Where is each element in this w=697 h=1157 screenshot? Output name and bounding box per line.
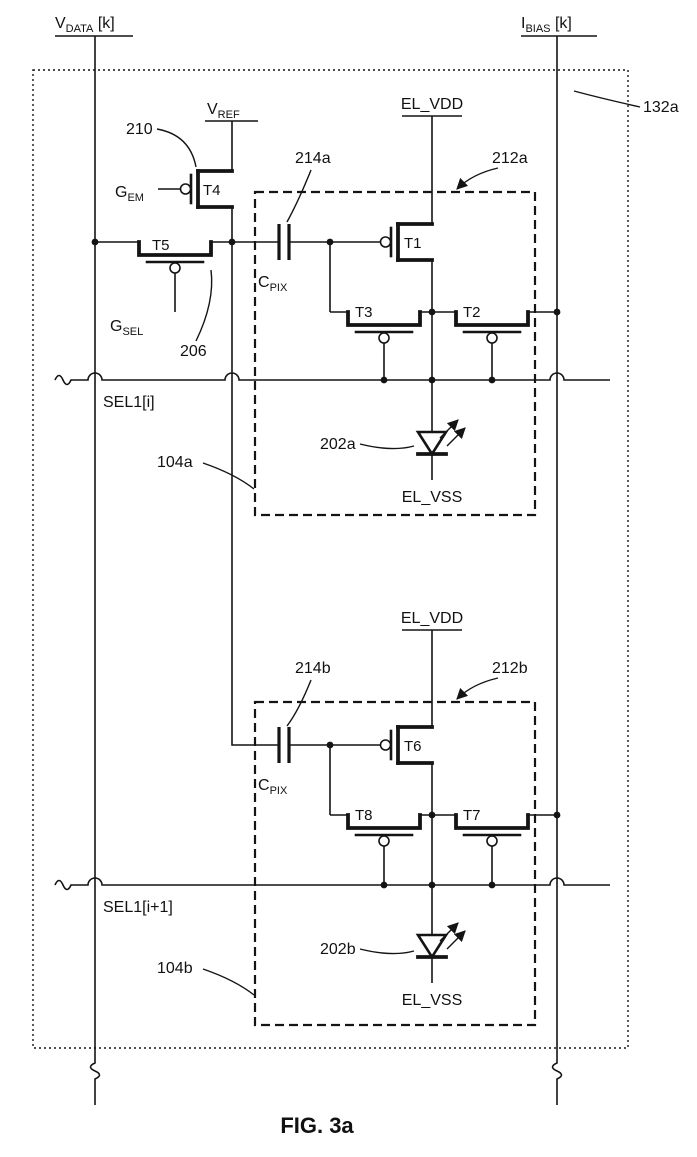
leader-202a	[359, 443, 415, 450]
el-vss-a-label: EL_VSS	[402, 489, 462, 506]
gsel-label: GSEL	[110, 318, 143, 338]
transistor-t5	[137, 240, 213, 287]
leader-132a	[573, 90, 641, 108]
leader-210	[156, 128, 197, 168]
el-vdd-a-stub	[402, 115, 462, 224]
ref-206: 206	[180, 343, 207, 360]
cpix-a-label: CPIX	[258, 274, 288, 294]
t7-label: T7	[463, 807, 481, 824]
ref-104a: 104a	[157, 454, 193, 471]
led-202b	[418, 923, 465, 957]
sel1-i-label: SEL1[i]	[103, 394, 155, 411]
ibias-bus-line	[551, 36, 563, 1105]
ref-202a: 202a	[320, 436, 356, 453]
pixel-a-row-wires	[329, 242, 557, 313]
ref-210: 210	[126, 121, 153, 138]
capacitor-cpix-b	[277, 725, 291, 765]
t8-label: T8	[355, 807, 373, 824]
gate-to-select-stubs	[383, 355, 493, 885]
ibias-label: IBIAS [k]	[521, 15, 572, 35]
junction-dots	[91, 238, 561, 889]
t3-label: T3	[355, 304, 373, 321]
sel1-i1-line	[54, 877, 610, 891]
column-boundary-box	[32, 69, 629, 1049]
arrow-212b	[456, 677, 499, 700]
ref-212b: 212b	[492, 660, 528, 677]
leader-lines	[156, 90, 641, 996]
sel1-i1-label: SEL1[i+1]	[103, 899, 173, 916]
t6-label: T6	[404, 738, 422, 755]
bus-lines	[55, 35, 597, 1105]
t5-label: T5	[152, 237, 170, 254]
leader-104b	[202, 968, 255, 996]
capacitor-cpix-a	[277, 222, 291, 262]
transistor-t4	[156, 169, 234, 209]
sel1-i-line	[54, 372, 610, 386]
ref-214a: 214a	[295, 150, 331, 167]
cpix-b-label: CPIX	[258, 777, 288, 797]
ref-132a: 132a	[643, 99, 679, 116]
leader-214a	[286, 169, 312, 223]
ref-214b: 214b	[295, 660, 331, 677]
gem-label: GEM	[115, 184, 144, 204]
el-vss-b-label: EL_VSS	[402, 992, 462, 1009]
ref-104b: 104b	[157, 960, 193, 977]
leader-202b	[359, 948, 415, 955]
led-202a	[418, 420, 465, 454]
pixel-b-box	[253, 700, 537, 1027]
el-vdd-a-label: EL_VDD	[401, 96, 463, 113]
el-vdd-b-label: EL_VDD	[401, 610, 463, 627]
t2-label: T2	[463, 304, 481, 321]
vref-label: VREF	[207, 101, 240, 121]
ref-202b: 202b	[320, 941, 356, 958]
leader-104a	[202, 462, 255, 490]
t1-label: T1	[404, 235, 422, 252]
node-x-to-pixel-b-wire	[231, 242, 279, 746]
arrow-212a	[456, 167, 499, 190]
pixel-b-row-wires	[329, 745, 557, 816]
leader-206	[195, 269, 213, 342]
wires	[95, 115, 557, 983]
ref-212a: 212a	[492, 150, 528, 167]
pixel-a-box	[253, 190, 537, 517]
leader-214b	[286, 679, 312, 727]
select-rows	[54, 372, 610, 891]
el-vdd-b-stub	[402, 629, 462, 727]
t4-label: T4	[203, 182, 221, 199]
vdata-bus-line	[89, 36, 101, 1105]
figure-caption: FIG. 3a	[280, 1113, 354, 1138]
vdata-label: VDATA [k]	[55, 15, 115, 35]
